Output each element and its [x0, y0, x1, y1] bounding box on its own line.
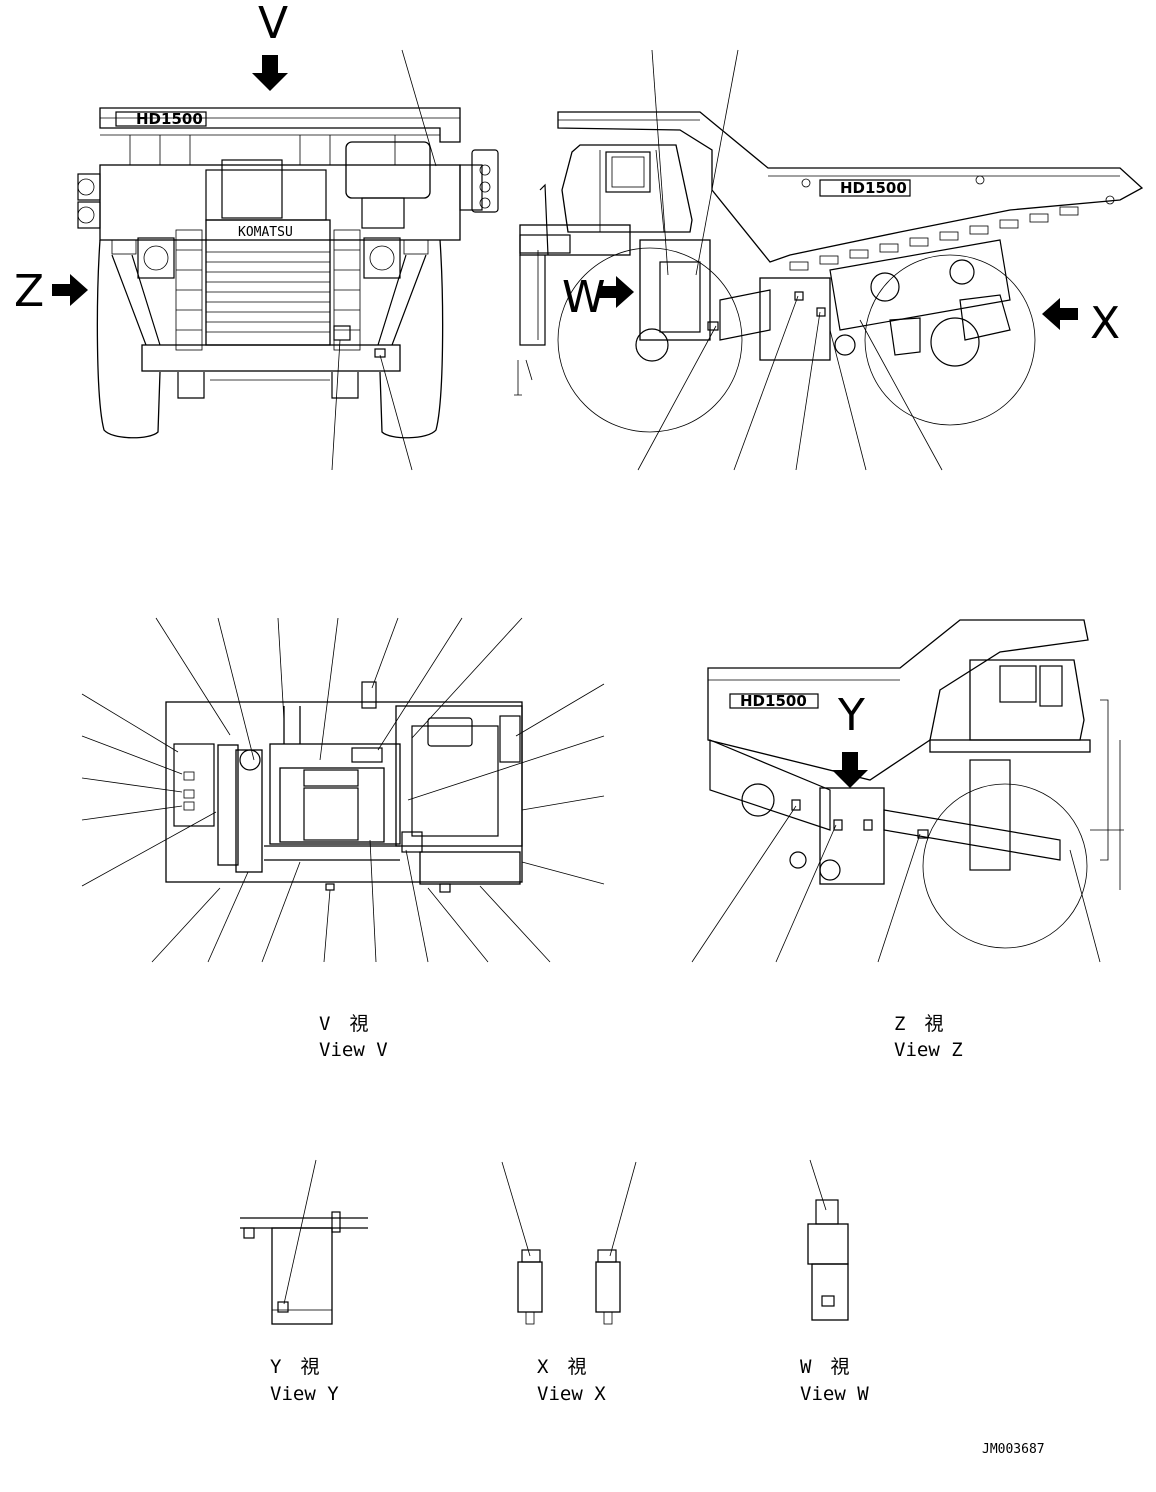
arrow-x-icon	[1042, 298, 1078, 330]
arrow-z-icon	[52, 274, 88, 306]
view-x-label-jp: X 視	[537, 1356, 586, 1378]
arrow-label-v: V	[258, 0, 288, 49]
front-view-truck: V Z HD1500 KOMATSU	[14, 0, 499, 471]
arrow-label-x: X	[1090, 298, 1120, 349]
drawing-code: JM003687	[982, 1442, 1045, 1457]
front-brand-plate: KOMATSU	[238, 225, 293, 240]
arrow-v-icon	[252, 55, 288, 91]
view-v-label-jp: V 視	[319, 1013, 368, 1035]
view-y-label-jp: Y 視	[270, 1356, 319, 1378]
view-v-label-en: View V	[319, 1039, 388, 1061]
arrow-label-y: Y	[837, 690, 865, 741]
arrow-w-icon	[598, 276, 634, 308]
arrow-label-z: Z	[14, 266, 44, 317]
z-model-badge: HD1500	[740, 692, 807, 710]
view-z-drawing: Y HD1500 Z 視 Vi	[691, 619, 1124, 1061]
view-x-label-en: View X	[537, 1383, 606, 1405]
view-w-label-jp: W 視	[800, 1356, 849, 1378]
view-z-label-jp: Z 視	[894, 1013, 943, 1035]
front-model-badge: HD1500	[136, 110, 203, 128]
view-z-label-en: View Z	[894, 1039, 963, 1061]
side-model-badge: HD1500	[840, 179, 907, 197]
view-y-drawing: Y 視 View Y	[240, 1159, 368, 1405]
arrow-y-icon	[832, 752, 868, 788]
view-w-label-en: View W	[800, 1383, 869, 1405]
view-y-label-en: View Y	[270, 1383, 339, 1405]
view-x-drawing: X 視 View X	[501, 1161, 637, 1405]
view-v-drawing: V 視 View V	[81, 617, 605, 1061]
view-w-drawing: W 視 View W	[800, 1159, 869, 1405]
side-view-truck: W X HD1500	[514, 49, 1144, 471]
